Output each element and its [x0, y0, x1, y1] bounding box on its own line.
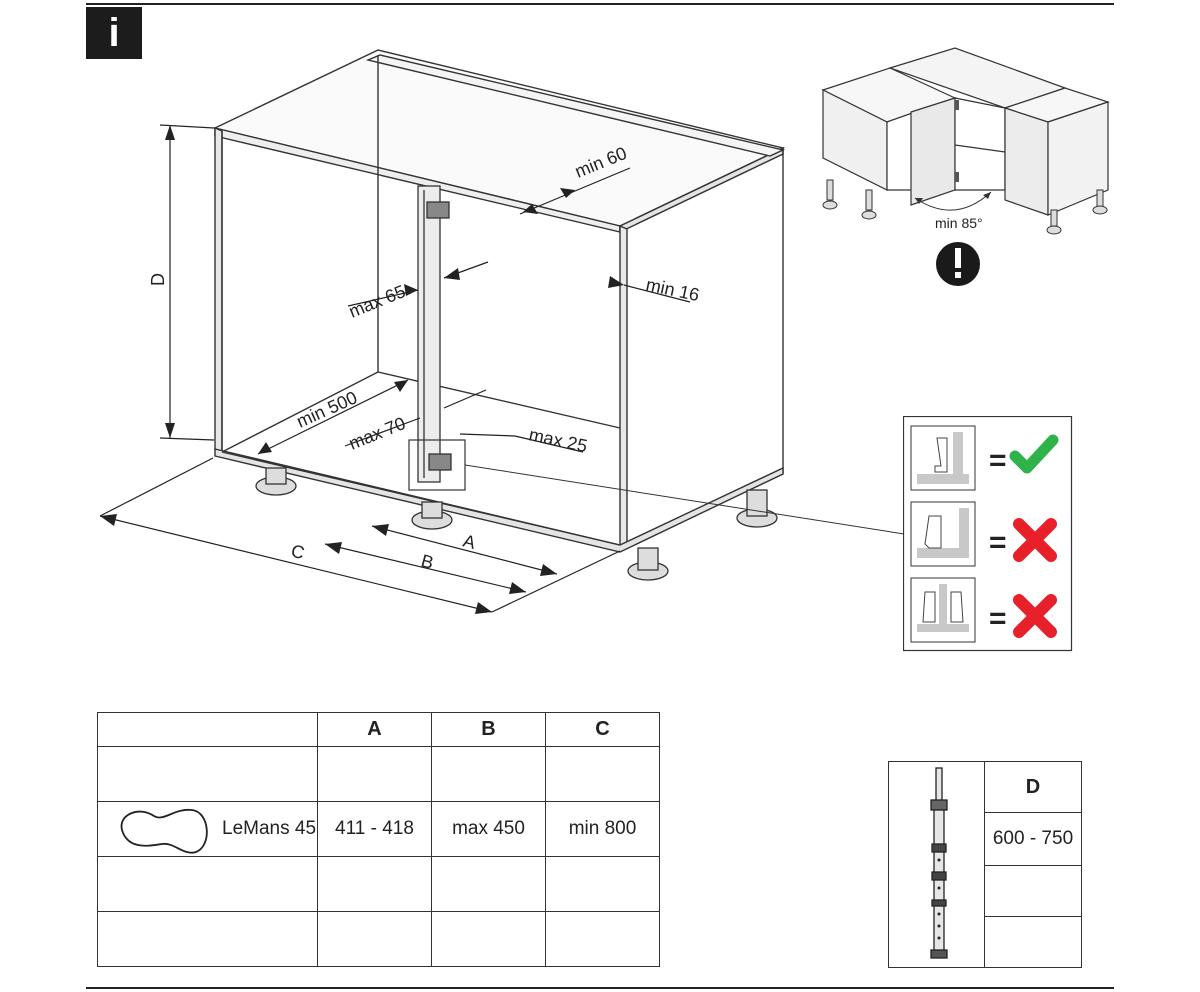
table-cell [545, 746, 660, 802]
product-cell: LeMans 45 [97, 801, 318, 857]
dim-label-c: C [289, 541, 307, 564]
dim-label-a: A [461, 531, 478, 553]
table-cell: 411 - 418 [317, 801, 432, 857]
table-cell: min 800 [545, 801, 660, 857]
table-cell [431, 911, 546, 967]
arrowheads [100, 125, 624, 614]
table-cell: max 450 [431, 801, 546, 857]
dim-label-min16: min 16 [644, 274, 701, 305]
dim-label-b: B [419, 551, 436, 573]
adjustable-leg-icon [930, 767, 948, 959]
equals-sign-2: = [989, 526, 1007, 559]
dim-label-max25: max 25 [527, 424, 589, 456]
table-cell [317, 746, 432, 802]
header-cell-b: B [431, 712, 546, 747]
product-name: LeMans 45 [222, 818, 317, 839]
table-cell [97, 856, 318, 912]
zoom-leader [464, 464, 905, 535]
header-cell-c: C [545, 712, 660, 747]
top-rule [86, 3, 1114, 5]
angle-arc [914, 191, 992, 211]
equals-sign-3: = [989, 602, 1007, 635]
table-cell [317, 856, 432, 912]
corner-cabinet-illustration: min 85° [821, 47, 1110, 286]
check-icon [1009, 434, 1059, 474]
table-cell: 600 - 750 [984, 812, 1082, 866]
table-cell [431, 856, 546, 912]
table-cell [545, 911, 660, 967]
table-cell [545, 856, 660, 912]
table-row [97, 856, 660, 912]
lemans-tray-icon [120, 809, 208, 854]
cross-icon-2 [1013, 594, 1057, 638]
info-badge: i [86, 7, 142, 59]
table-cell [97, 911, 318, 967]
leg-illustration-cell [888, 761, 985, 968]
dim-label-max70: max 70 [346, 413, 408, 454]
cabinet-drawing: min 60 max 65 min 16 min 500 max 70 max … [99, 49, 905, 614]
dimension-lines [99, 124, 691, 613]
angle-label: min 85° [935, 215, 983, 231]
equals-sign-1: = [989, 444, 1007, 477]
header-cell-a: A [317, 712, 432, 747]
hinge-wrong-row-1: = [910, 501, 1057, 567]
table-row: LeMans 45 411 - 418 max 450 min 800 [97, 801, 660, 857]
cabinet-feet [255, 467, 778, 581]
hinge-check-panel: = = = [903, 416, 1073, 652]
leg-height-table: D 600 - 750 [888, 761, 1082, 968]
dim-label-max65: max 65 [346, 281, 408, 322]
dim-label-min500: min 500 [293, 387, 360, 431]
table-row [97, 911, 660, 967]
dim-label-d: D [148, 273, 168, 286]
cabinet-outline [212, 49, 786, 553]
table-cell [317, 911, 432, 967]
table-header-row: A B C [97, 712, 660, 747]
bottom-rule [86, 987, 1114, 989]
header-cell-d: D [984, 761, 1082, 813]
dimensions-table: A B C LeMans 45 411 - 418 max 450 min 80… [97, 712, 660, 967]
table-cell [984, 916, 1082, 968]
hinge-ok-row: = [910, 425, 1059, 491]
table-cell [97, 746, 318, 802]
table-cell [431, 746, 546, 802]
cross-icon-1 [1013, 518, 1057, 562]
center-rail [417, 185, 452, 483]
header-cell-empty [97, 712, 318, 747]
hinge-wrong-row-2: = [910, 577, 1057, 643]
table-cell [984, 865, 1082, 917]
table-row [97, 746, 660, 802]
